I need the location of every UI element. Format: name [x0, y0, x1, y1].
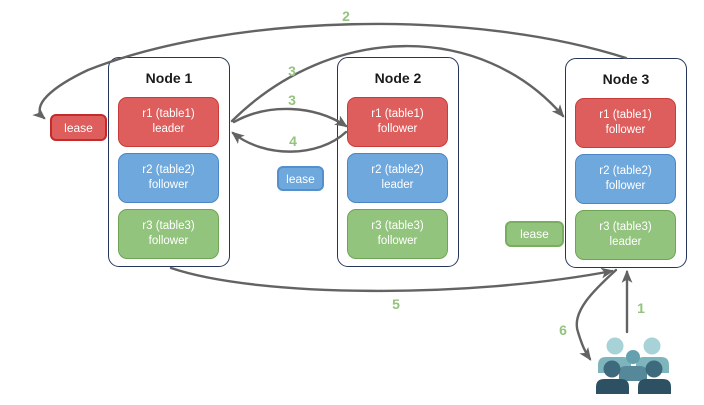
range-role: follower [148, 179, 189, 191]
step-label-3b: 3 [288, 92, 296, 108]
users-group-icon [596, 337, 671, 394]
step-label-6: 6 [559, 322, 567, 338]
user-head [645, 360, 663, 378]
node-2-range-r2: r2 (table2) leader [347, 153, 448, 203]
user-head [603, 360, 621, 378]
user-head [626, 350, 640, 364]
step-label-1: 1 [637, 300, 645, 316]
lease-badge-r1: lease [50, 114, 107, 141]
user-body [619, 366, 647, 381]
range-role: follower [148, 235, 189, 247]
user-body [596, 379, 629, 394]
node-2-range-r3: r3 (table3) follower [347, 209, 448, 259]
node-3-range-r2: r2 (table2) follower [575, 154, 676, 204]
node-3-title: Node 3 [602, 71, 650, 87]
step-label-3a: 3 [288, 63, 296, 79]
user-head [643, 337, 661, 355]
arrow-step3-leader-to-node2 [232, 107, 348, 128]
node-2-range-r1: r1 (table1) follower [347, 97, 448, 147]
range-role: leader [381, 179, 414, 191]
node-1-range-r3: r3 (table3) follower [118, 209, 219, 259]
range-id: r1 (table1) [599, 108, 652, 121]
node-2-box: Node 2 r1 (table1) follower r2 (table2) … [337, 57, 459, 267]
range-role: follower [605, 124, 646, 136]
range-id: r3 (table3) [371, 219, 424, 232]
range-id: r1 (table1) [371, 107, 424, 120]
node-2-title: Node 2 [374, 70, 422, 86]
range-role: follower [377, 235, 418, 247]
step-label-4: 4 [289, 133, 297, 149]
node-1-range-r2: r2 (table2) follower [118, 153, 219, 203]
user-body [598, 357, 631, 373]
range-id: r3 (table3) [599, 220, 652, 233]
node-3-range-r1: r1 (table1) follower [575, 98, 676, 148]
range-id: r2 (table2) [371, 163, 424, 176]
node-1-box: Node 1 r1 (table1) leader r2 (table2) fo… [108, 57, 230, 267]
step-label-5: 5 [392, 296, 400, 312]
node-1-title: Node 1 [145, 70, 193, 86]
user-body [636, 357, 669, 373]
range-role: leader [609, 236, 642, 248]
step-label-2: 2 [342, 8, 350, 24]
range-role: follower [605, 180, 646, 192]
arrow-step5-node1-to-node3 [169, 266, 615, 293]
node-3-box: Node 3 r1 (table1) follower r2 (table2) … [565, 58, 687, 268]
range-id: r2 (table2) [142, 163, 195, 176]
node-3-range-r3: r3 (table3) leader [575, 210, 676, 260]
range-role: leader [152, 123, 185, 135]
range-id: r1 (table1) [142, 107, 195, 120]
arrow-step6-node3-to-users [575, 268, 618, 361]
range-id: r2 (table2) [599, 164, 652, 177]
range-id: r3 (table3) [142, 219, 195, 232]
lease-badge-r3: lease [505, 221, 564, 247]
user-body [638, 379, 671, 394]
range-role: follower [377, 123, 418, 135]
user-head [606, 337, 624, 355]
lease-badge-r2: lease [277, 166, 324, 191]
node-1-range-r1: r1 (table1) leader [118, 97, 219, 147]
